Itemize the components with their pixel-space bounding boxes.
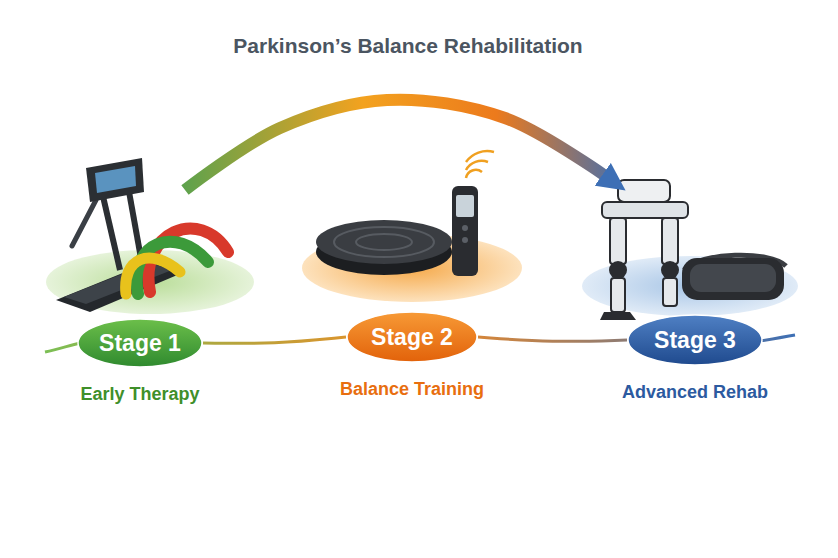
stage-ellipse-shape xyxy=(347,312,477,362)
treadmill-upright xyxy=(102,192,120,270)
progression-arrow xyxy=(185,100,605,190)
balance-board-illustration xyxy=(302,151,522,302)
wireless-signal xyxy=(466,170,482,178)
handheld-device xyxy=(452,186,478,276)
stage-heading: Balance Training xyxy=(340,377,484,401)
stage-number: Stage 1 xyxy=(99,318,181,368)
device-screen xyxy=(456,195,474,217)
exoskeleton-illustration xyxy=(582,180,798,320)
exoskeleton-hip-belt xyxy=(602,202,688,218)
exoskeleton-thigh xyxy=(610,218,626,264)
stage-heading: Advanced Rehab xyxy=(622,380,768,404)
exoskeleton-knee xyxy=(609,261,627,279)
device-button xyxy=(462,237,468,243)
balance-board-ring xyxy=(356,234,412,250)
wireless-signal xyxy=(466,151,494,162)
balance-board-ring xyxy=(334,227,434,257)
vr-headset xyxy=(682,258,784,300)
exoskeleton-shank xyxy=(663,278,677,306)
vr-headset-face xyxy=(690,264,776,292)
timeline-stub xyxy=(45,343,80,352)
timeline-connector xyxy=(478,337,627,341)
stage-number: Stage 3 xyxy=(654,314,736,366)
timeline-connector xyxy=(203,337,346,343)
stage-node: Stage 3Advanced Rehab xyxy=(627,314,763,366)
stage-number: Stage 2 xyxy=(371,311,453,363)
exoskeleton-thigh xyxy=(662,218,678,264)
stage-ellipse-shape xyxy=(628,315,762,365)
treadmill-screen xyxy=(95,166,136,193)
diagram-title: Parkinson’s Balance Rehabilitation xyxy=(0,34,816,58)
treadmill-illustration xyxy=(46,158,254,314)
stage-node: Stage 1Early Therapy xyxy=(77,318,203,368)
exoskeleton-knee xyxy=(661,261,679,279)
exoskeleton-frame xyxy=(618,180,670,202)
stage-node: Stage 2Balance Training xyxy=(346,311,478,363)
timeline-stub xyxy=(760,335,795,341)
exoskeleton-shank xyxy=(611,278,625,312)
resistance-band xyxy=(126,258,180,294)
treadmill-handrail xyxy=(72,200,96,246)
stage-backdrop xyxy=(582,256,798,316)
wireless-signal xyxy=(466,161,488,170)
exoskeleton-foot xyxy=(600,312,636,320)
device-button xyxy=(462,225,468,231)
stage-heading: Early Therapy xyxy=(80,382,199,406)
balance-board-top xyxy=(316,220,452,264)
treadmill-console xyxy=(86,158,144,202)
stage-ellipse-shape xyxy=(78,319,202,367)
